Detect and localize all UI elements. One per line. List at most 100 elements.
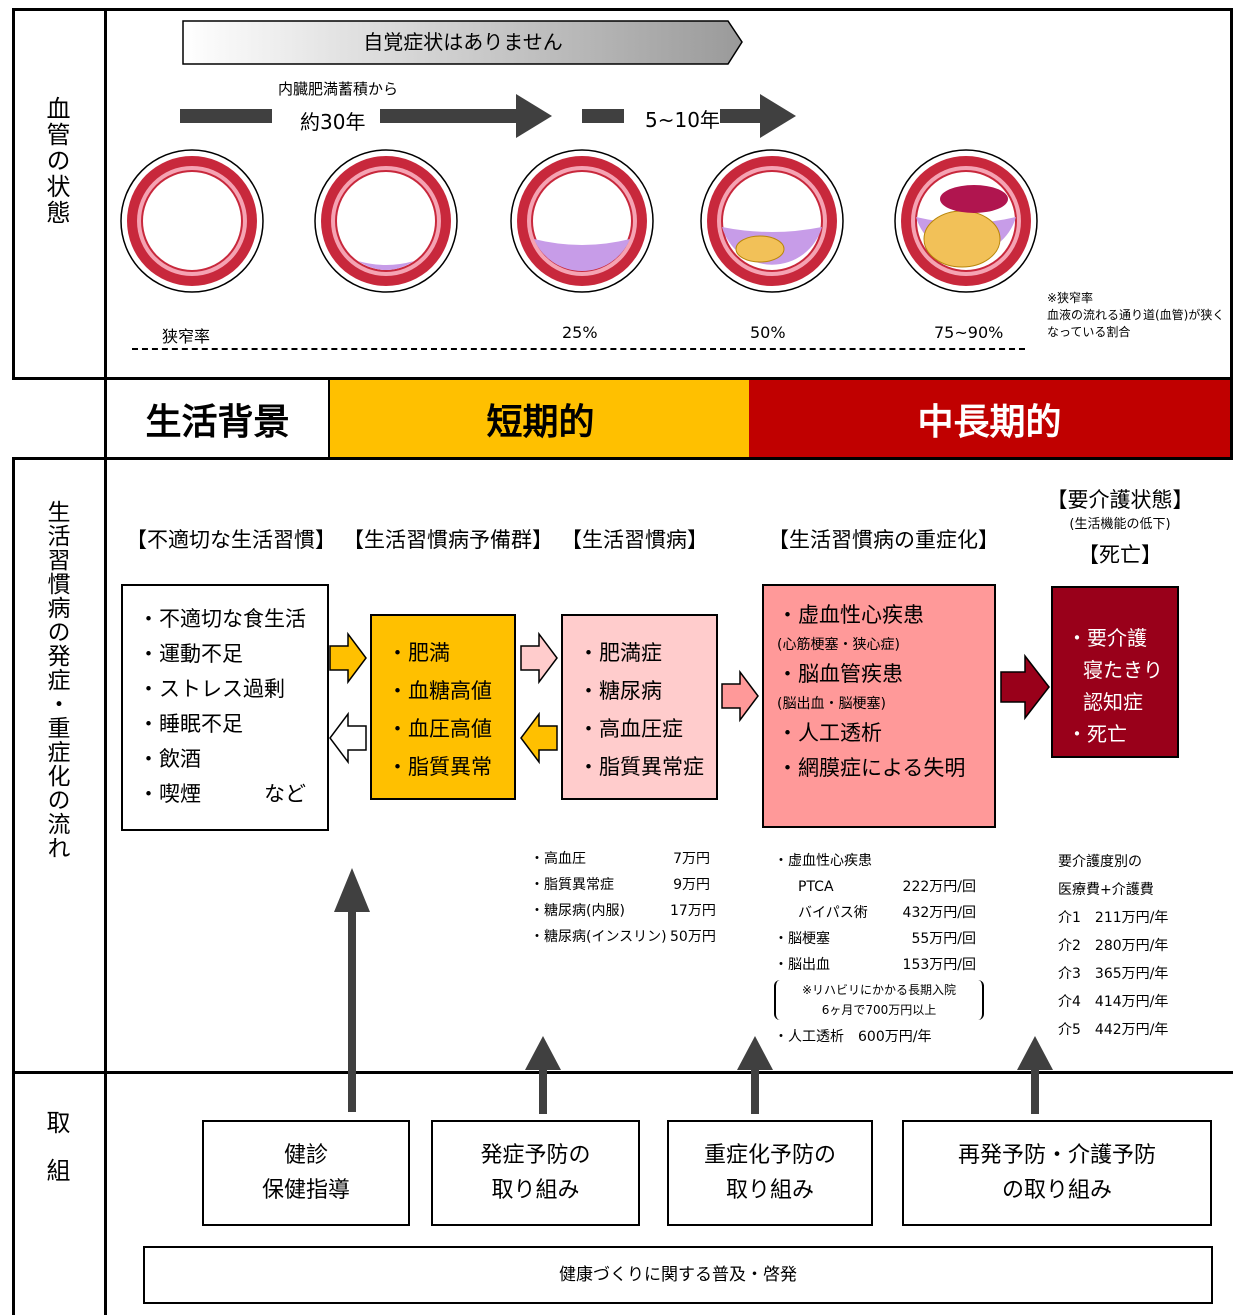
cost-row: ・脳出血 153万円/回: [774, 952, 984, 978]
cost-name: ・高血圧: [530, 851, 586, 867]
cost-name: ・脂質異常症: [530, 877, 614, 893]
left-border-bottom: [12, 457, 15, 1315]
arrow-disease-to-severe: [721, 669, 759, 723]
phase-long-term: 中長期的: [749, 380, 1230, 457]
severe-item: ・脳血管疾患: [777, 662, 903, 686]
footnote-line-3: なっている割合: [1047, 325, 1131, 339]
pre-item: ・肥満: [387, 641, 450, 665]
disease-item: ・高血圧症: [578, 717, 683, 741]
severe-item: ・網膜症による失明: [777, 756, 966, 780]
cost-list-care: 要介護度別の 医療費+介護費 介1 211万円/年 介2 280万円/年 介3 …: [1058, 848, 1168, 1044]
effort-line: 取り組み: [725, 1178, 814, 1203]
timeline-arrows: [180, 94, 796, 138]
severe-item: ・虚血性心疾患: [777, 603, 924, 627]
phase-background: 生活背景: [107, 380, 328, 457]
care-cost-head: 要介護度別の: [1058, 854, 1142, 870]
severe-sub: (脳出血・脳梗塞): [777, 696, 886, 712]
habit-item: ・睡眠不足: [138, 712, 243, 736]
care-cost-head: 医療費+介護費: [1058, 882, 1154, 898]
care-cost-row: 介3 365万円/年: [1058, 966, 1169, 982]
vessel-rings: [120, 149, 1038, 293]
heading-care-2: (生活機能の低下): [1069, 517, 1171, 532]
pct-75-90: 75~90%: [934, 323, 1004, 342]
box-care-death: ・要介護 寝たきり 認知症 ・死亡: [1051, 586, 1179, 758]
disease-item: ・糖尿病: [578, 679, 662, 703]
effort-checkup: 健診 保健指導: [202, 1120, 410, 1226]
vessel-ring-4: [894, 149, 1038, 293]
cost-value: 55万円/回: [911, 931, 976, 947]
care-item: 認知症: [1083, 690, 1143, 714]
up-arrow-care: [1017, 1036, 1053, 1114]
timeline-arrowhead-1: [516, 94, 552, 138]
cost-name: ・糖尿病(内服): [530, 903, 625, 919]
heading-care-3: 【死亡】: [1078, 543, 1162, 567]
up-arrow-severe: [737, 1036, 773, 1114]
top-border: [12, 8, 1233, 11]
cost-dialysis: ・人工透析 600万円/年: [774, 1029, 932, 1045]
cost-severe-head: ・虚血性心疾患: [774, 853, 872, 869]
timeline-arrowhead-2: [760, 94, 796, 138]
cost-row: ・高血圧 7万円: [530, 846, 710, 872]
cost-name: ・脳出血: [774, 957, 830, 973]
cost-row: PTCA 222万円/回: [774, 874, 984, 900]
cost-name: ・糖尿病(インスリン): [530, 929, 667, 945]
heading-care-1: 【要介護状態】: [1046, 488, 1194, 512]
pct-25: 25%: [562, 323, 598, 342]
severe-item: ・人工透析: [777, 721, 882, 745]
effort-recurrence-care-prevention: 再発予防・介護予防 の取り組み: [902, 1120, 1212, 1226]
timeline-bar-2: [380, 109, 518, 123]
box-pre-disease: ・肥満 ・血糖高値 ・血圧高値 ・脂質異常: [370, 614, 516, 800]
vessel-ring-1: [314, 149, 458, 293]
effort-health-promotion: 健康づくりに関する普及・啓発: [143, 1246, 1213, 1304]
effort-line: 取り組み: [491, 1178, 580, 1203]
upward-arrows: [334, 868, 1053, 1114]
cost-value: 50万円: [670, 929, 716, 945]
heading-bad-habits: 【不適切な生活習慣】: [126, 528, 336, 552]
care-cost-row: 介1 211万円/年: [1058, 910, 1169, 926]
banner-text: 自覚症状はありません: [363, 30, 563, 54]
heading-pre-disease: 【生活習慣病予備群】: [343, 528, 553, 552]
pre-item: ・血圧高値: [387, 717, 492, 741]
box-severe: ・虚血性心疾患 (心筋梗塞・狭心症) ・脳血管疾患 (脳出血・脳梗塞) ・人工透…: [762, 584, 996, 828]
vessel-ring-3: [700, 149, 844, 293]
cost-value: 153万円/回: [902, 957, 976, 973]
habit-item: ・不適切な食生活: [138, 607, 306, 631]
habit-item: ・飲酒: [138, 747, 201, 771]
box-bad-habits: ・不適切な食生活 ・運動不足 ・ストレス過剰 ・睡眠不足 ・飲酒 ・喫煙 など: [121, 584, 329, 831]
cost-value: 432万円/回: [902, 905, 976, 921]
cost-value: 222万円/回: [902, 879, 976, 895]
care-cost-row: 介4 414万円/年: [1058, 994, 1169, 1010]
arrow-pre-to-disease: [520, 631, 558, 685]
severe-sub: (心筋梗塞・狭心症): [777, 637, 900, 653]
note-visceral-fat: 内臓肥満蓄積から: [278, 80, 399, 98]
cost-name: バイパス術: [798, 905, 868, 921]
habit-item: ・喫煙 など: [138, 782, 306, 806]
side-label-efforts: 取組: [42, 1110, 70, 1206]
left-border-top: [12, 8, 15, 380]
effort-line: 再発予防・介護予防: [957, 1143, 1156, 1168]
effort-onset-prevention: 発症予防の 取り組み: [431, 1120, 640, 1226]
effort-line: 保健指導: [261, 1178, 350, 1203]
cost-value: 17万円: [670, 903, 716, 919]
side-label-vessel: 血管の状態: [42, 96, 70, 226]
cost-row: ・糖尿病(インスリン)50万円: [530, 924, 716, 950]
effort-line: 健診: [283, 1143, 328, 1168]
cost-value: 7万円: [673, 851, 710, 867]
timeline-bar-4: [720, 109, 762, 123]
disease-item: ・脂質異常症: [578, 755, 704, 779]
footnote-stenosis: ※狭窄率 血液の流れる通り道(血管)が狭く なっている割合: [1047, 290, 1224, 341]
years-5-10: 5~10年: [645, 108, 720, 132]
no-symptoms-banner: 自覚症状はありません: [182, 20, 744, 65]
years-30: 約30年: [300, 110, 366, 134]
heading-disease: 【生活習慣病】: [561, 528, 708, 552]
care-cost-row: 介2 280万円/年: [1058, 938, 1169, 954]
side-label-flow: 生活習慣病の発症・重症化の流れ: [43, 500, 69, 860]
footnote-line-2: 血液の流れる通り道(血管)が狭く: [1047, 308, 1225, 322]
heading-care: 【要介護状態】 (生活機能の低下) 【死亡】: [1045, 486, 1195, 574]
cost-name: PTCA: [798, 879, 834, 895]
arrow-severe-to-care: [1000, 653, 1050, 721]
arrow-disease-to-pre: [520, 711, 558, 765]
care-item: 寝たきり: [1083, 658, 1163, 682]
